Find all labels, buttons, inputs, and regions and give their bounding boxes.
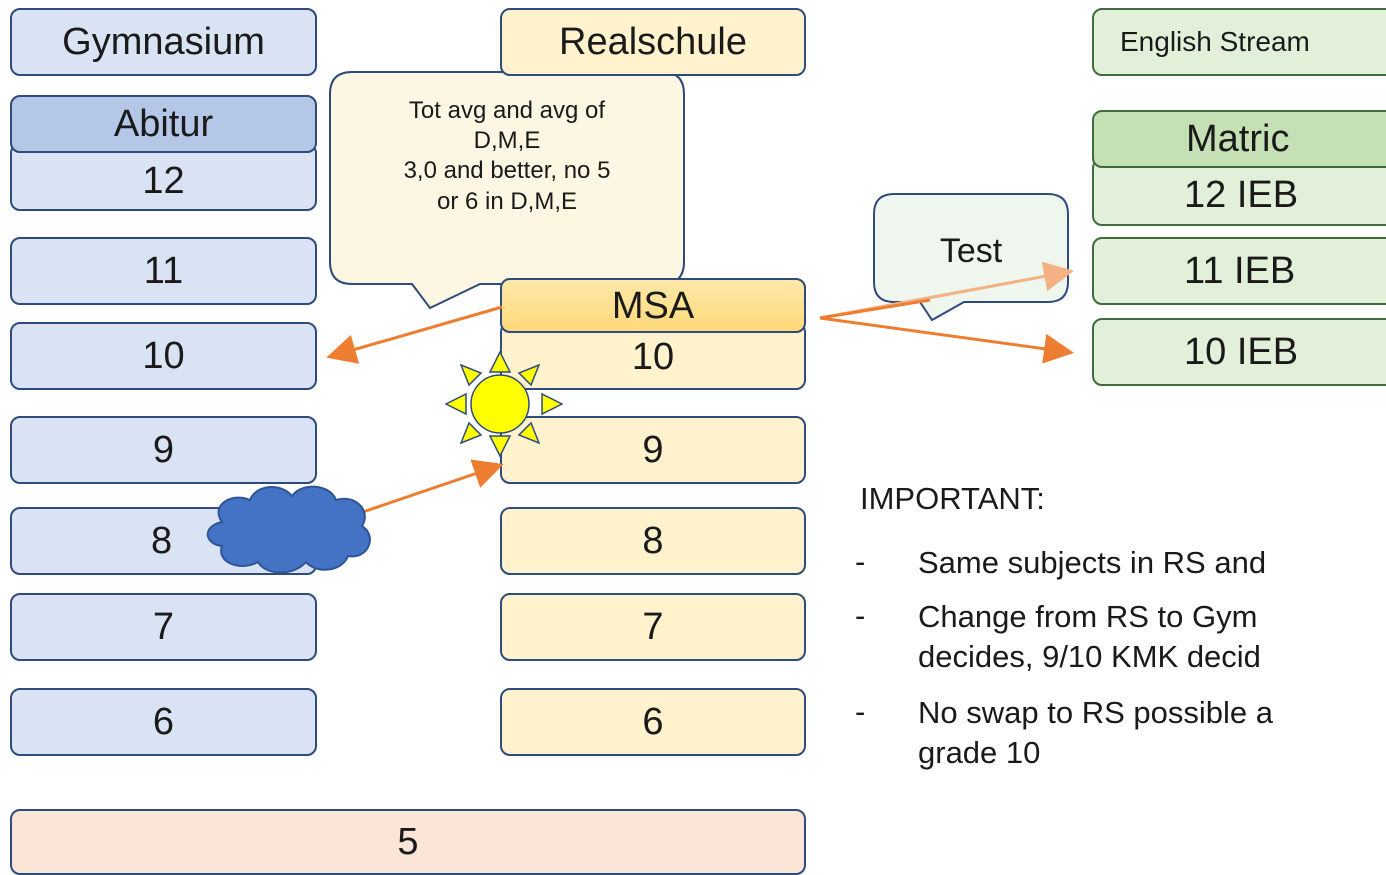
important-line-1: Same subjects in RS and xyxy=(918,545,1267,580)
english-stream-title: English Stream xyxy=(1092,8,1386,76)
realschule-grade-8: 8 xyxy=(500,507,806,575)
gymnasium-grade-6: 6 xyxy=(10,688,317,756)
cloud-icon xyxy=(206,485,371,574)
bullet-dash-3: - xyxy=(855,694,866,729)
matric-label: Matric xyxy=(1092,110,1386,168)
realschule-grade-9: 9 xyxy=(500,416,806,484)
important-line-3: decides, 9/10 KMK decid xyxy=(918,639,1261,674)
sun-icon xyxy=(444,350,564,458)
msa-label: MSA xyxy=(500,278,806,333)
gymnasium-grade-12: 12 xyxy=(10,143,317,211)
english-grade-10-label: 10 IEB xyxy=(1184,331,1299,373)
requirements-line-3: 3,0 and better, no 5 xyxy=(403,157,611,185)
requirements-callout xyxy=(329,71,685,310)
english-grade-11: 11 IEB xyxy=(1092,237,1386,305)
english-grade-10: 10 IEB xyxy=(1092,318,1386,386)
realschule-title: Realschule xyxy=(500,8,806,76)
matric-label-text: Matric xyxy=(1186,118,1290,160)
test-callout xyxy=(873,193,1069,322)
test-callout-text: Test xyxy=(939,232,1003,270)
important-line-5: grade 10 xyxy=(918,735,1041,770)
gymnasium-grade-7: 7 xyxy=(10,593,317,661)
important-line-2: Change from RS to Gym xyxy=(918,599,1258,634)
arrow-gymnasium-8-to-realschule-9 xyxy=(359,459,504,515)
realschule-grade-7: 7 xyxy=(500,593,806,661)
abitur-label: Abitur xyxy=(10,95,317,153)
gymnasium-grade-10: 10 xyxy=(10,322,317,390)
english-grade-12-label: 12 IEB xyxy=(1184,174,1299,216)
requirements-callout-text: Tot avg and avg of D,M,E 3,0 and better,… xyxy=(334,96,680,217)
arrow-msa-to-11-ieb-segment xyxy=(819,298,931,320)
english-grade-11-label: 11 IEB xyxy=(1184,250,1296,292)
important-heading: IMPORTANT: xyxy=(860,481,1045,516)
realschule-grade-6: 6 xyxy=(500,688,806,756)
gymnasium-title: Gymnasium xyxy=(10,8,317,76)
arrow-msa-to-gymnasium-10 xyxy=(326,305,503,364)
english-stream-title-label: English Stream xyxy=(1120,26,1310,57)
gymnasium-grade-11: 11 xyxy=(10,237,317,305)
arrow-msa-to-10-ieb xyxy=(819,316,1074,364)
gymnasium-grade-9: 9 xyxy=(10,416,317,484)
bullet-dash-1: - xyxy=(855,544,866,579)
english-grade-12: 12 IEB xyxy=(1092,158,1386,226)
requirements-line-2: D,M,E xyxy=(473,127,541,155)
important-line-4: No swap to RS possible a xyxy=(918,695,1273,730)
bullet-dash-2: - xyxy=(855,598,866,633)
requirements-line-4: or 6 in D,M,E xyxy=(436,187,578,215)
gymnasium-grade-8-label: 8 xyxy=(151,520,173,562)
requirements-line-1: Tot avg and avg of xyxy=(408,97,606,124)
realschule-grade-10: 10 xyxy=(500,322,806,390)
